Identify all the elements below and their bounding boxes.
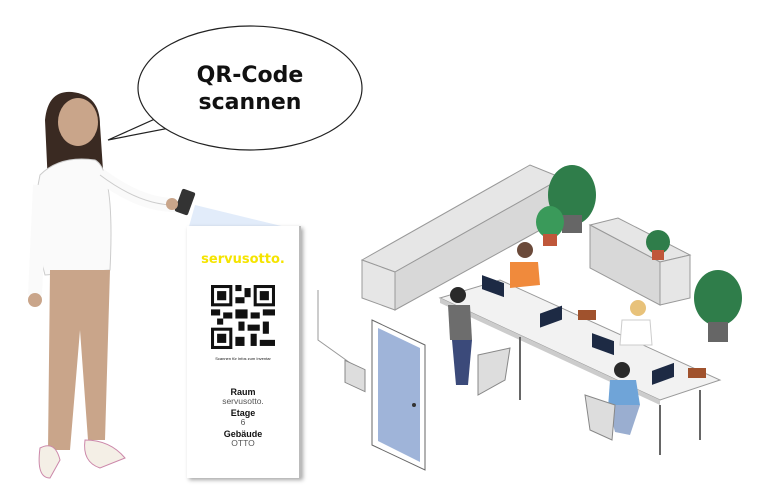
room-value: servusotto. bbox=[222, 396, 264, 406]
building-value: OTTO bbox=[231, 438, 255, 448]
desk bbox=[438, 275, 722, 455]
speech-bubble-text: QR-Code scannen bbox=[160, 62, 340, 116]
speech-line-1: QR-Code bbox=[196, 63, 304, 88]
qr-code[interactable] bbox=[211, 285, 275, 349]
plants bbox=[536, 165, 742, 342]
door bbox=[371, 319, 426, 471]
brand-logo: servusotto. bbox=[201, 252, 285, 267]
woman-scanning bbox=[28, 91, 176, 479]
room-qr-card: servusotto. Scannen für Infos zum Invent… bbox=[187, 226, 301, 478]
room-label: Raum bbox=[230, 387, 256, 397]
qr-caption: Scannen für Infos zum Inventar bbox=[215, 356, 271, 361]
floor-value: 6 bbox=[240, 417, 246, 427]
floor-label: Etage bbox=[230, 408, 256, 418]
building-label: Gebäude bbox=[223, 429, 263, 439]
shelves bbox=[360, 164, 692, 311]
speech-line-2: scannen bbox=[198, 90, 302, 115]
office-workers bbox=[448, 242, 653, 441]
speech-bubble bbox=[107, 25, 363, 151]
phone-icon bbox=[174, 188, 196, 216]
